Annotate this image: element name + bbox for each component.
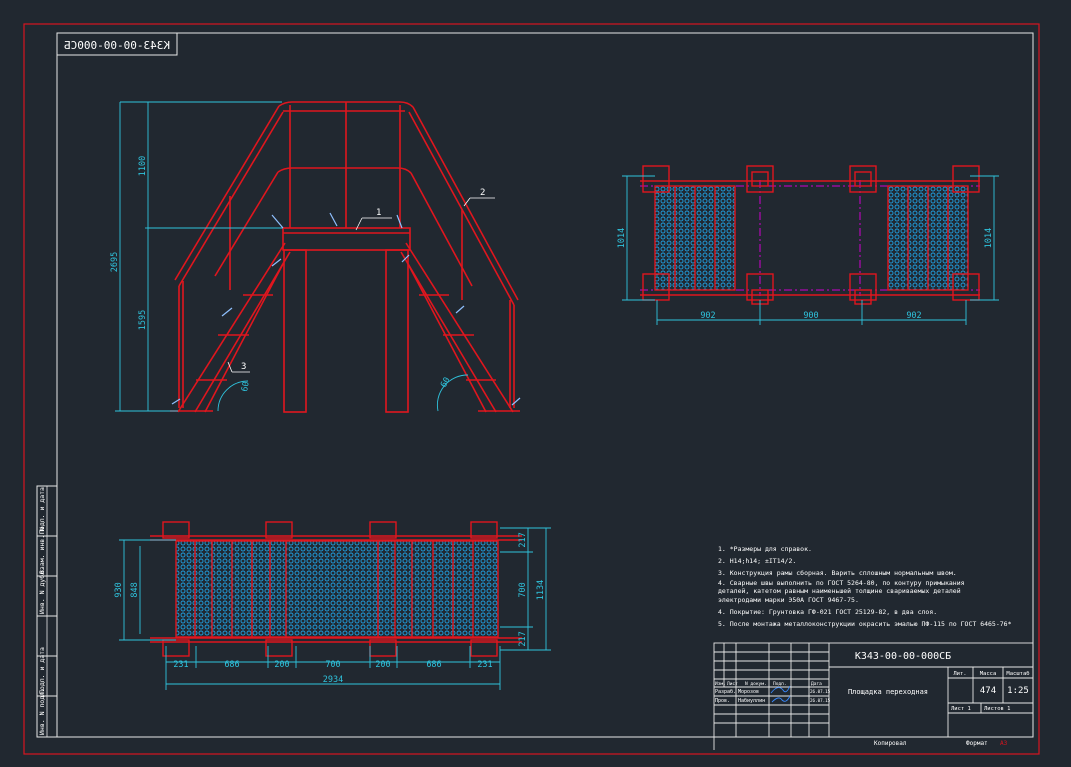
note-4-line2: деталей, катетом равным наименьшей толщи… [718, 587, 961, 595]
angle-left: 60 [240, 381, 252, 393]
sheet-number: Лист 1 [951, 706, 971, 712]
signature-dev [770, 685, 791, 694]
dim-1595: 1595 [138, 310, 148, 330]
dim-686-left: 686 [224, 660, 239, 670]
check-date: 26.07.15 [810, 698, 831, 703]
note-2: 2. Н14;h14; ±IT14/2. [718, 557, 796, 565]
stamp-dubl: Инв. N дубл. [38, 567, 46, 614]
col-scale: Масштаб [1006, 670, 1029, 677]
title-code: К343-00-00-000СБ [855, 651, 951, 662]
hdr-doc: N докум. [745, 681, 767, 687]
stamp-podp-2: Подп. и дата [38, 647, 46, 694]
hdr-izm: Изм. [715, 681, 726, 687]
title-name: Площадка переходная [848, 688, 928, 696]
check-name: Набиуллин [738, 697, 765, 704]
signature-check [771, 695, 791, 703]
sheets-total: Листов 1 [984, 706, 1011, 712]
stamp-vzam: Взам. инв. N [38, 527, 46, 574]
callout-3: 3 [241, 362, 246, 372]
dim-700-vertical: 700 [518, 582, 528, 597]
stamp-podp-1: Подп. и дата [38, 487, 46, 534]
mirrored-code-box: К343-00-00-000СБ [56, 32, 178, 56]
col-lit: Лит. [953, 671, 966, 677]
dim-1134: 1134 [536, 580, 546, 600]
note-6: 5. После монтажа металлоконструкции окра… [718, 620, 1012, 628]
title-block [713, 642, 1034, 738]
title-block-text: К343-00-00-000СБ Площадка переходная Лит… [715, 651, 1030, 747]
side-view-dim-text: 2695 1100 1595 60 60 [110, 156, 453, 393]
note-4-line3: электродами марки Э50А ГОСТ 9467-75. [718, 596, 859, 604]
drawing-frame [56, 32, 1034, 738]
format-value: A3 [1000, 740, 1008, 747]
scale-value: 1:25 [1007, 686, 1029, 696]
plan-dim-1014-left: 1014 [617, 228, 627, 248]
signatures [770, 685, 791, 703]
dim-700: 700 [325, 660, 340, 670]
dim-217-bottom: 217 [518, 631, 528, 646]
hdr-list: Лист [727, 681, 738, 687]
hdr-date: Дата [811, 681, 822, 687]
callout-1: 1 [376, 208, 381, 218]
plan-dim-1014-right: 1014 [984, 228, 994, 248]
hdr-sign: Подп. [773, 681, 787, 687]
note-4-line1: 4. Сварные швы выполнить по ГОСТ 5264-80… [718, 579, 965, 587]
copied-label: Копировал [874, 740, 907, 747]
dim-200-left: 200 [274, 660, 289, 670]
dev-name: Морозов [738, 689, 759, 695]
sheet-outer-border [23, 23, 1040, 755]
plan-dim-902-right: 902 [906, 311, 921, 321]
mass-value: 474 [980, 686, 996, 696]
dev-date: 26.07.15 [810, 689, 831, 694]
dim-2695: 2695 [110, 252, 120, 272]
mirrored-code: К343-00-00-000СБ [64, 39, 170, 52]
dim-231-right: 231 [477, 660, 492, 670]
callouts: 1 2 3 [227, 188, 495, 373]
callout-2: 2 [480, 188, 485, 198]
role-dev: Разраб. [715, 688, 736, 695]
dim-217-top: 217 [518, 532, 528, 547]
stamp-podl: Инв. N подл. [38, 688, 46, 735]
dim-2934: 2934 [323, 675, 343, 685]
dim-1100: 1100 [138, 156, 148, 176]
side-view-dimensions [115, 101, 469, 412]
plan-dim-902-left: 902 [700, 311, 715, 321]
angle-right: 60 [439, 376, 453, 390]
col-mass: Масса [980, 671, 997, 677]
format-label: Формат [966, 740, 988, 747]
note-5: 4. Покрытие: Грунтовка ГФ-021 ГОСТ 25129… [718, 608, 937, 616]
side-stamp: Подп. и дата Взам. инв. N Инв. N дубл. П… [36, 485, 58, 738]
technical-notes: 1. *Размеры для справок. 2. Н14;h14; ±IT… [718, 545, 1012, 628]
dim-686-right: 686 [426, 660, 441, 670]
note-3: 3. Конструкция рамы сборная. Варить спло… [718, 569, 957, 577]
role-check: Пров. [715, 698, 730, 704]
bottom-view: 231 686 200 700 200 686 231 2934 930 848… [114, 521, 551, 690]
dim-930: 930 [114, 582, 124, 597]
note-1: 1. *Размеры для справок. [718, 545, 812, 553]
side-view [170, 101, 520, 413]
dim-231-left: 231 [173, 660, 188, 670]
weld-marks [171, 212, 521, 406]
plan-view: 1014 1014 902 900 902 [617, 165, 999, 325]
dim-848: 848 [130, 582, 140, 597]
plan-dim-900: 900 [803, 311, 818, 321]
dim-200-right: 200 [375, 660, 390, 670]
